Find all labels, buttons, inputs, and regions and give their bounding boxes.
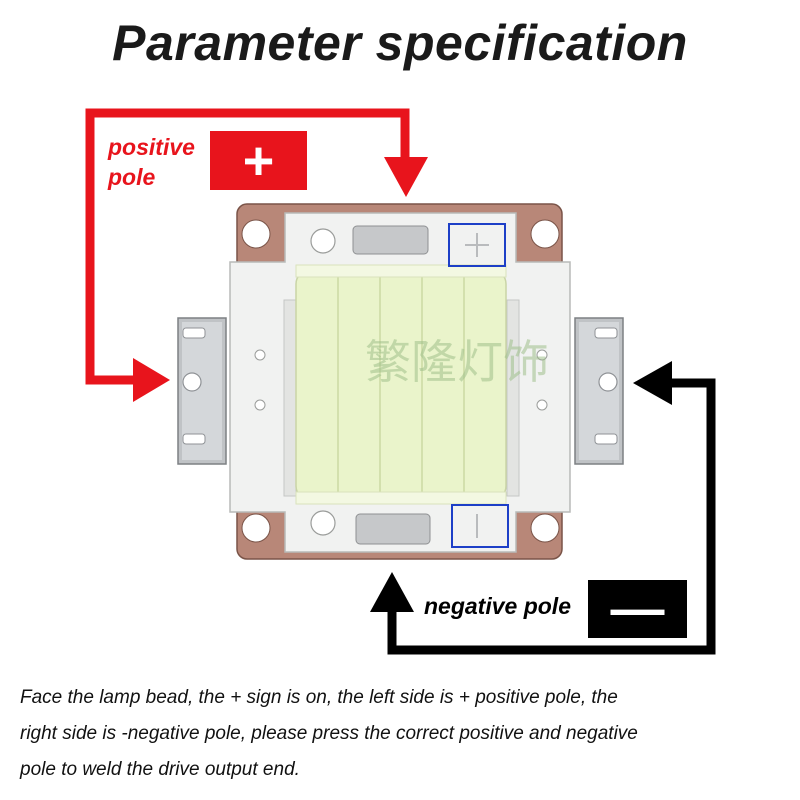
- led-emitter-surface: [295, 264, 507, 505]
- left-terminal-tab: [177, 317, 227, 465]
- page-title: Parameter specification: [112, 15, 688, 71]
- right-terminal-tab: [574, 317, 624, 465]
- negative-wire: [370, 361, 716, 655]
- positive-wire: [85, 108, 428, 402]
- positive-arrow-down-icon: [384, 157, 428, 197]
- minus-sign-badge: —: [588, 579, 687, 639]
- positive-arrow-right-icon: [133, 358, 170, 402]
- description-text: Face the lamp bead, the + sign is on, th…: [20, 680, 790, 788]
- negative-marker: [451, 504, 509, 548]
- description-line-1: Face the lamp bead, the + sign is on, th…: [20, 687, 618, 708]
- plus-sign-badge: +: [210, 131, 307, 191]
- negative-arrow-left-icon: [633, 361, 672, 405]
- watermark: 繁隆灯饰: [365, 335, 549, 389]
- description-line-3: pole to weld the drive output end.: [20, 759, 300, 780]
- negative-pole-label: negative pole: [424, 593, 571, 619]
- negative-arrow-up-icon: [370, 572, 414, 612]
- positive-pole-label: positive pole: [108, 134, 195, 190]
- positive-marker: [448, 223, 506, 267]
- description-line-2: right side is -negative pole, please pre…: [20, 723, 638, 744]
